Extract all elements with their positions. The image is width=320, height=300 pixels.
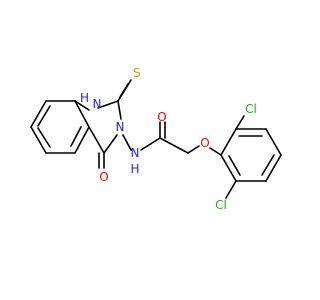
bond — [220, 128, 237, 156]
bond — [103, 134, 118, 154]
bond — [225, 180, 237, 199]
bond — [70, 126, 82, 147]
bond — [74, 126, 90, 154]
atom-label-carbonyl-oxygen: O — [99, 170, 108, 184]
bond — [220, 154, 237, 182]
bond — [235, 115, 245, 130]
bond — [209, 147, 222, 156]
atom-label-n1-h: H — [80, 91, 89, 105]
atom-label-sulfur: S — [133, 66, 141, 80]
atom-label-amide-oxygen: O — [157, 110, 166, 124]
bond — [122, 134, 132, 151]
atom-label-chlorine-top: Cl — [245, 102, 257, 116]
bond — [159, 137, 189, 154]
bond — [74, 100, 90, 128]
atom-label-ether-oxygen: O — [200, 136, 209, 150]
atom-label-amide-nitrogen: N — [131, 146, 140, 160]
structure-drawing: N H S N O N H O O Cl Cl — [30, 66, 282, 212]
atom-label-amide-h: H — [130, 162, 139, 176]
bond — [97, 100, 119, 109]
bond — [228, 155, 241, 176]
bond — [119, 83, 129, 98]
bond — [265, 128, 282, 156]
bond — [117, 100, 122, 120]
atom-label-chlorine-bottom: Cl — [215, 198, 227, 212]
bond — [88, 126, 105, 154]
bond — [30, 100, 47, 128]
atom-labels: N H S N O N H O O Cl Cl — [80, 66, 257, 212]
bond — [261, 154, 275, 176]
bond-lines — [30, 79, 282, 199]
bond — [265, 154, 282, 182]
molecule-diagram: N H S N O N H O O Cl Cl — [30, 66, 282, 212]
bond — [74, 100, 90, 111]
atom-label-n1: N — [93, 97, 102, 111]
bond — [140, 137, 161, 151]
bond — [30, 126, 47, 154]
bond — [187, 145, 200, 154]
bond — [37, 105, 51, 127]
bond — [37, 127, 51, 148]
atom-label-n3: N — [116, 120, 125, 134]
